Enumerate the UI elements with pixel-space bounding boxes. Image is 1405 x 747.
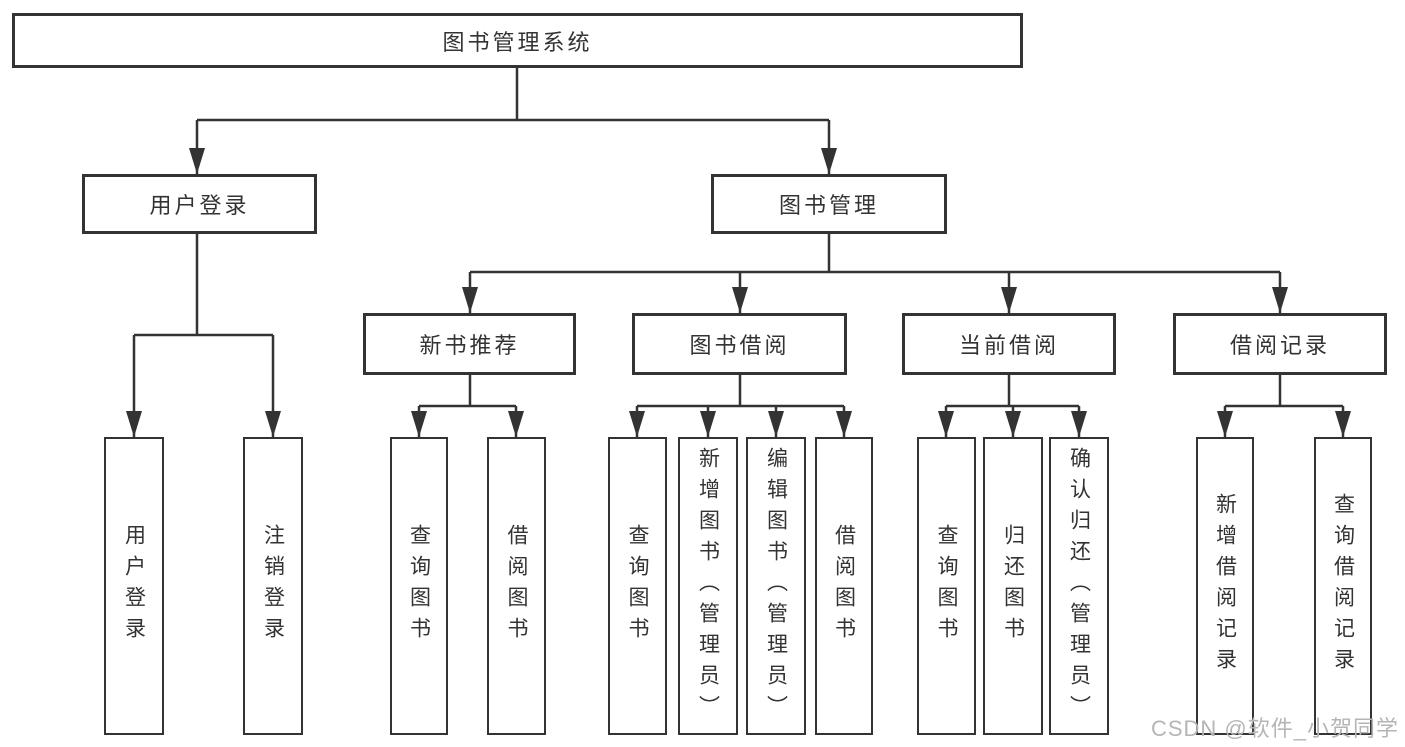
leaf-current-query-books: 查询图书 [917,437,976,735]
leaf-records-query-borrow-record: 查询借阅记录 [1314,437,1372,735]
node-new-book-recommendation: 新书推荐 [363,313,576,375]
node-library-management-system: 图书管理系统 [12,13,1023,68]
leaf-records-add-borrow-record: 新增借阅记录 [1196,437,1254,735]
leaf-borrowing-add-books-admin: 新增图书（管理员） [678,437,738,735]
node-borrowing-records: 借阅记录 [1173,313,1387,375]
leaf-current-return-books: 归还图书 [983,437,1043,735]
node-book-borrowing: 图书借阅 [632,313,847,375]
leaf-borrowing-edit-books-admin: 编辑图书（管理员） [746,437,806,735]
leaf-current-confirm-return-admin: 确认归还（管理员） [1049,437,1109,735]
csdn-watermark: CSDN @软件_小贺同学 [1150,716,1399,741]
node-user-login: 用户登录 [82,174,317,234]
leaf-recommend-query-books: 查询图书 [390,437,448,735]
leaf-logout: 注销登录 [243,437,303,735]
leaf-recommend-borrow-books: 借阅图书 [487,437,546,735]
node-book-management: 图书管理 [711,174,947,234]
leaf-borrowing-query-books: 查询图书 [608,437,667,735]
node-current-borrowing: 当前借阅 [902,313,1116,375]
leaf-borrowing-borrow-books: 借阅图书 [815,437,873,735]
leaf-user-login: 用户登录 [104,437,164,735]
